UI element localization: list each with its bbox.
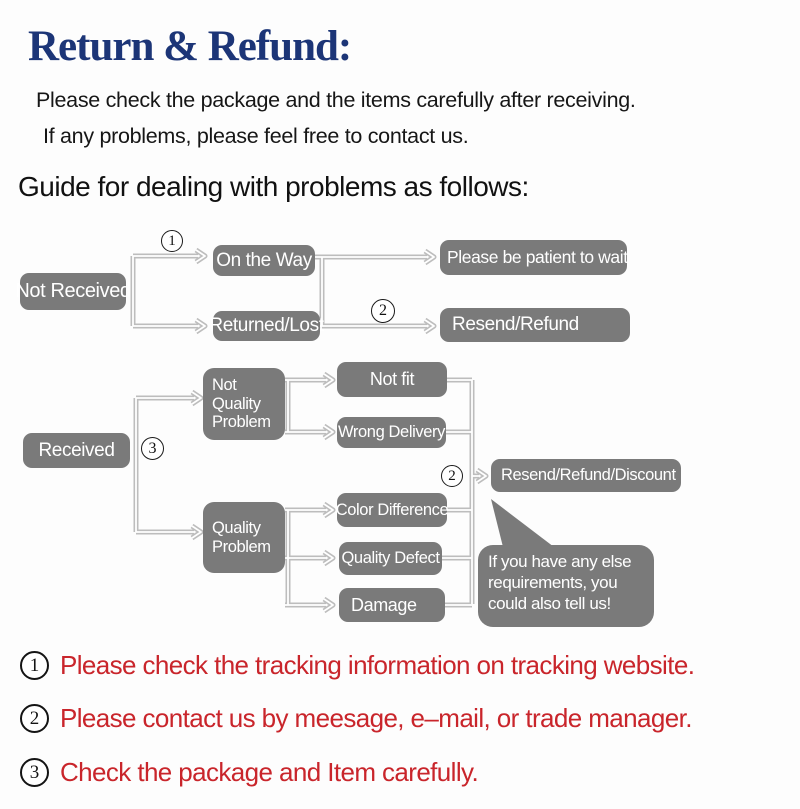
legend-note-1: 1 Please check the tracking information … — [20, 650, 695, 681]
note-3-number-icon: 3 — [20, 758, 49, 787]
bubble-tail — [491, 499, 554, 547]
note-1-text: Please check the tracking information on… — [60, 650, 695, 680]
note-1-number-icon: 1 — [20, 651, 49, 680]
node-color-difference: Color Difference — [336, 493, 449, 527]
node-returned-lost: Returned/Lost — [209, 311, 324, 341]
marker-2-circle: 2 — [441, 465, 463, 487]
marker-2-circle: 2 — [371, 299, 395, 323]
node-damage: Damage — [339, 588, 445, 622]
node-quality-problem: Quality Problem — [203, 502, 285, 573]
intro-line-2: If any problems, please feel free to con… — [43, 124, 469, 148]
node-quality-defect: Quality Defect — [339, 542, 442, 575]
node-wrong-delivery: Wrong Delivery — [337, 417, 446, 448]
node-not-received: Not Received — [15, 273, 131, 310]
guide-heading: Guide for dealing with problems as follo… — [18, 171, 529, 202]
node-resend-refund-discount: Resend/Refund/Discount — [491, 459, 681, 492]
legend-note-3: 3 Check the package and Item carefully. — [20, 757, 479, 788]
intro-line-1: Please check the package and the items c… — [36, 88, 636, 112]
note-3-text: Check the package and Item carefully. — [60, 757, 479, 787]
node-please-be-patient: Please be patient to wait — [440, 240, 628, 275]
note-2-text: Please contact us by meesage, e–mail, or… — [60, 703, 692, 733]
marker-1-circle: 1 — [161, 230, 183, 252]
speech-bubble: If you have any else requirements, you c… — [478, 545, 654, 627]
page-title: Return & Refund: — [28, 23, 352, 70]
node-not-fit: Not fit — [337, 362, 447, 397]
marker-3-circle: 3 — [141, 437, 164, 460]
node-resend-refund: Resend/Refund — [440, 308, 630, 342]
node-on-the-way: On the Way — [213, 245, 315, 276]
node-not-quality-problem: Not Quality Problem — [203, 368, 285, 440]
note-2-number-icon: 2 — [20, 704, 49, 733]
legend-note-2: 2 Please contact us by meesage, e–mail, … — [20, 703, 692, 734]
node-received: Received — [23, 433, 130, 468]
